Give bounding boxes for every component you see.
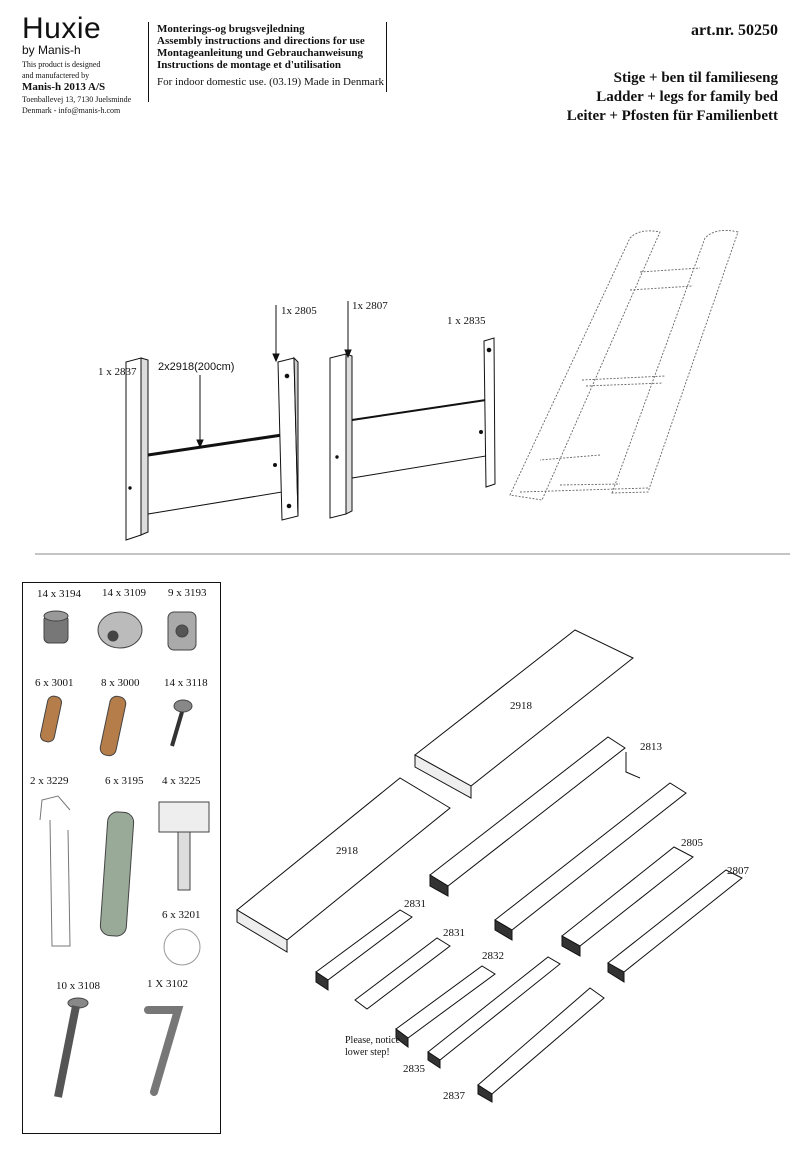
hw-3102: 1 X 3102: [147, 978, 188, 990]
hw-3001: 6 x 3001: [35, 677, 74, 689]
company-address: Toenballevej 13, 7130 Juelsminde: [22, 95, 132, 104]
part-label-2918-b: 2918: [336, 845, 358, 857]
lower-step-note: Please, notice lower step!: [345, 1035, 400, 1058]
post-2835: [483, 337, 496, 488]
icon-3195: [99, 811, 135, 937]
part-label-2831-a: 2831: [404, 898, 426, 910]
manufacturer-block: This product is designed and manufactere…: [22, 59, 147, 116]
instruction-titles: Monterings-og brugsvejledning Assembly i…: [157, 23, 365, 71]
article-number: art.nr. 50250: [691, 22, 778, 39]
part-label-2807: 2807: [727, 865, 749, 877]
icon-3102: [144, 1006, 184, 1096]
product-title-de: Leiter + Pfosten für Familienbett: [566, 108, 778, 124]
hw-3201: 6 x 3201: [162, 909, 201, 921]
icon-3001: [39, 695, 63, 743]
board-2918-right: [351, 399, 487, 479]
designed-line-1: This product is designed: [22, 60, 101, 69]
post-2807: [329, 353, 347, 519]
hw-3000: 8 x 3000: [101, 677, 140, 689]
icon-3225: [158, 801, 210, 833]
brand-byline: by Manis-h: [22, 43, 81, 57]
brand-logo: Huxie: [22, 12, 102, 45]
title-de: Montageanleitung und Gebrauchanweisung: [157, 47, 363, 59]
label-2805: 1x 2805: [281, 305, 317, 317]
hw-3109: 14 x 3109: [102, 587, 146, 599]
leg-frame-right: [329, 337, 496, 519]
part-label-2805: 2805: [681, 837, 703, 849]
title-da: Monterings-og brugsvejledning: [157, 23, 305, 35]
parts-drawings: [236, 629, 743, 1103]
hw-3194: 14 x 3194: [37, 588, 81, 600]
designed-line-2: and manufactered by: [22, 71, 90, 80]
header-divider-right: [386, 22, 387, 92]
label-2835: 1 x 2835: [447, 315, 486, 327]
post-2837: [125, 357, 142, 541]
label-2837: 1 x 2837: [98, 366, 137, 378]
hardware-box: [22, 582, 221, 1134]
hardware-icons: [39, 610, 210, 1098]
part-label-2832: 2832: [482, 950, 504, 962]
company-name: Manis-h 2013 A/S: [22, 81, 106, 93]
ladder-sketch: [509, 230, 739, 501]
part-label-2831-b: 2831: [443, 927, 465, 939]
label-2918: 2x2918(200cm): [158, 361, 235, 373]
title-en: Assembly instructions and directions for…: [157, 35, 365, 47]
part-label-2813: 2813: [640, 741, 662, 753]
indoor-note: For indoor domestic use. (03.19) Made in…: [157, 76, 384, 88]
leg-frame-left: [125, 356, 299, 541]
title-fr: Instructions de montage et d'utilisation: [157, 59, 341, 71]
part-2918-b: [236, 777, 451, 941]
product-title-da: Stige + ben til familieseng: [613, 70, 778, 86]
part-label-2835: 2835: [403, 1063, 425, 1075]
hw-3193: 9 x 3193: [168, 587, 207, 599]
label-leaders: [196, 301, 352, 449]
hw-3118: 14 x 3118: [164, 677, 208, 689]
part-2831-b: [354, 937, 451, 1010]
label-2807: 1x 2807: [352, 300, 388, 312]
icon-3201: [163, 928, 201, 966]
company-contact: Denmark - info@manis-h.com: [22, 106, 121, 115]
part-label-2837: 2837: [443, 1090, 465, 1102]
product-title-en: Ladder + legs for family bed: [596, 89, 778, 105]
hw-3225: 4 x 3225: [162, 775, 201, 787]
part-label-2918-a: 2918: [510, 700, 532, 712]
hw-3108: 10 x 3108: [56, 980, 100, 992]
hw-3195: 6 x 3195: [105, 775, 144, 787]
board-2918-left: [147, 434, 283, 515]
hw-3229: 2 x 3229: [30, 775, 69, 787]
icon-3000: [99, 695, 127, 757]
product-titles: Stige + ben til familieseng Ladder + leg…: [567, 69, 778, 126]
icon-3118: [173, 699, 193, 713]
header-divider-left: [148, 22, 149, 102]
icon-3229: [39, 795, 71, 947]
